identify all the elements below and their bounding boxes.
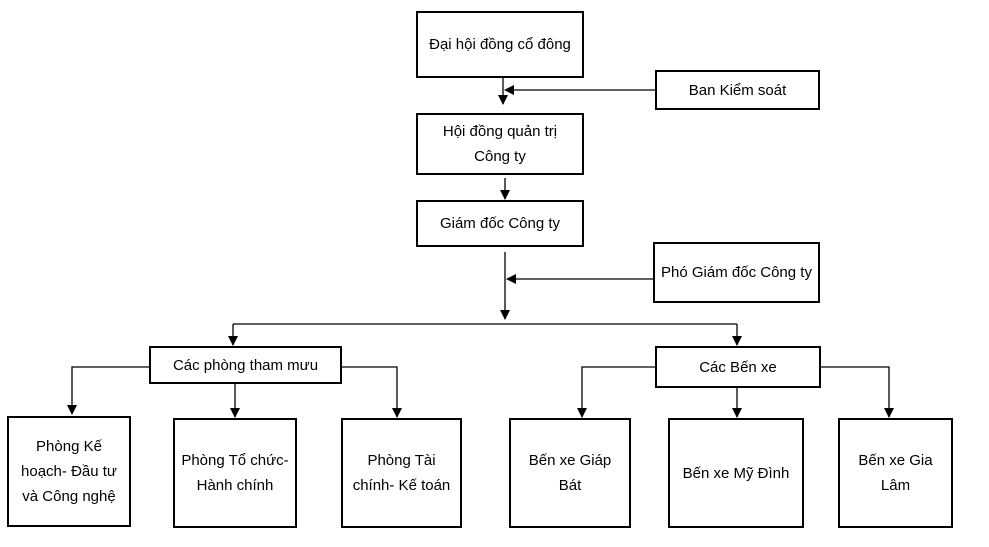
node-label: Bến xe Mỹ Đình (682, 464, 790, 482)
node-label: Bến xe Gia Lâm (858, 452, 933, 494)
node-phong-tai-chinh: Phòng Tài chính- Kế toán (341, 418, 462, 528)
node-cac-ben-xe: Các Bến xe (655, 346, 821, 388)
node-label: Phòng Kế hoạch- Đầu tư và Công nghệ (21, 438, 117, 505)
node-label: Ban Kiểm soát (688, 81, 787, 99)
arrow-bx-b3 (820, 366, 894, 418)
arrow-ptm-p3 (341, 366, 402, 418)
arrow-ptm-p1 (67, 366, 150, 415)
node-label: Các phòng tham mưu (172, 356, 319, 374)
node-label: Các Bến xe (699, 358, 777, 376)
node-ben-xe-my-dinh: Bến xe Mỹ Đình (668, 418, 804, 528)
node-giam-doc: Giám đốc Công ty (416, 200, 584, 247)
node-ben-xe-giap-bat: Bến xe Giáp Bát (509, 418, 631, 528)
node-dai-hoi-dong-co-dong: Đại hội đồng cổ đông (416, 11, 584, 78)
node-hoi-dong-quan-tri: Hội đồng quản trị Công ty (416, 113, 584, 175)
node-ban-kiem-soat: Ban Kiểm soát (655, 70, 820, 110)
node-label: Phòng Tài chính- Kế toán (352, 452, 451, 494)
node-phong-to-chuc: Phòng Tổ chức- Hành chính (173, 418, 297, 528)
node-ben-xe-gia-lam: Bến xe Gia Lâm (838, 418, 953, 528)
node-label: Phòng Tổ chức- Hành chính (181, 452, 289, 494)
node-label: Giám đốc Công ty (439, 215, 561, 232)
node-cac-phong-tham-muu: Các phòng tham mưu (149, 346, 342, 384)
node-label: Hội đồng quản trị Công ty (442, 123, 558, 165)
arrow-bx-b1 (577, 366, 656, 418)
node-pho-giam-doc: Phó Giám đốc Công ty (653, 242, 820, 303)
node-phong-ke-hoach: Phòng Kế hoạch- Đầu tư và Công nghệ (7, 416, 131, 527)
node-label: Đại hội đồng cổ đông (429, 36, 571, 53)
node-label: Phó Giám đốc Công ty (661, 264, 812, 281)
node-label: Bến xe Giáp Bát (528, 452, 612, 494)
